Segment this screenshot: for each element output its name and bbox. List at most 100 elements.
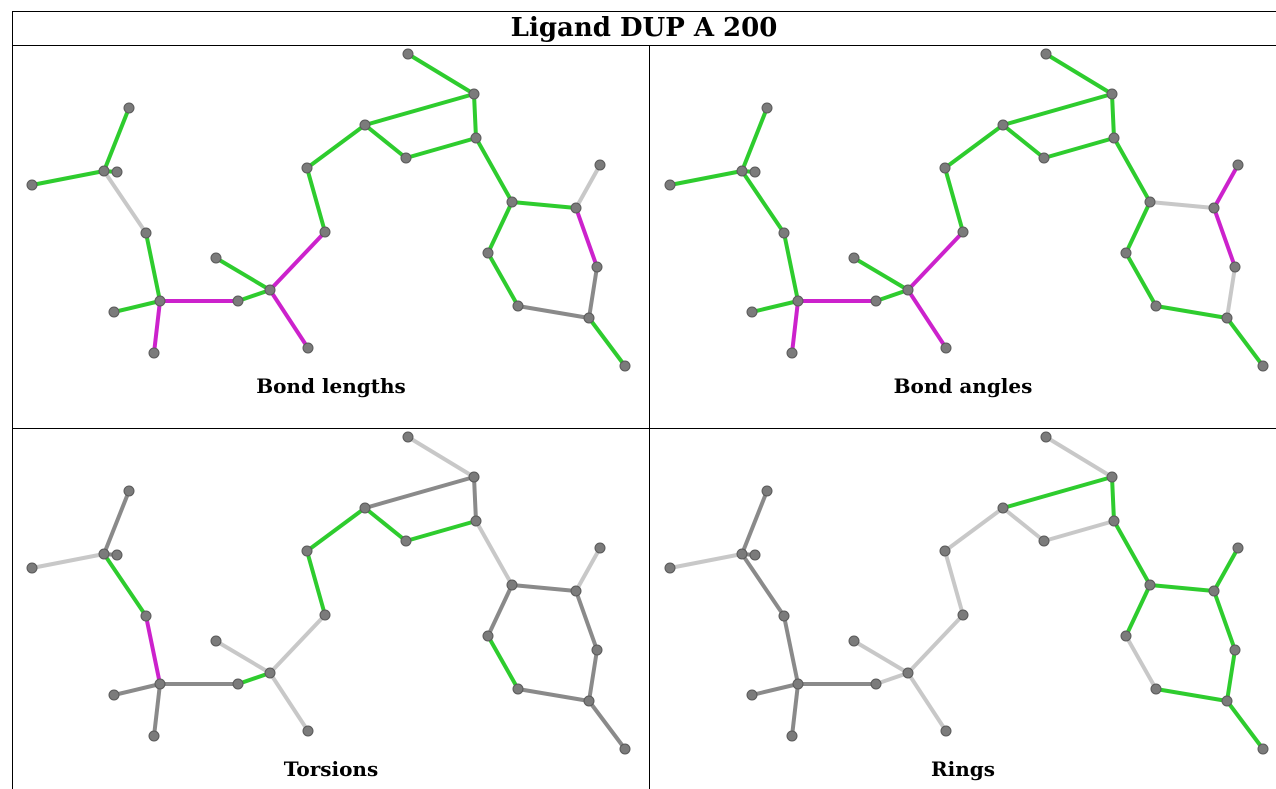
atom: [1150, 683, 1162, 695]
bond: [486, 251, 520, 308]
atom: [792, 678, 804, 690]
bond: [943, 123, 1005, 170]
atom: [570, 585, 582, 597]
atom: [761, 485, 773, 497]
atom: [319, 609, 331, 621]
bond: [1154, 687, 1229, 703]
atom: [359, 119, 371, 131]
bond: [943, 506, 1005, 553]
bond: [102, 169, 148, 235]
bond: [305, 123, 367, 170]
atom: [1232, 542, 1244, 554]
bond: [906, 288, 948, 350]
atom: [997, 502, 1009, 514]
bond: [1044, 52, 1114, 96]
figure-title: Ligand DUP A 200: [510, 13, 778, 43]
atom: [400, 152, 412, 164]
bond: [740, 552, 786, 618]
atom: [591, 261, 603, 273]
atom: [26, 179, 38, 191]
atom: [148, 347, 160, 359]
bond: [510, 583, 578, 593]
bond: [574, 546, 602, 593]
panel-torsions: Torsions: [12, 429, 650, 789]
bond: [1212, 206, 1237, 269]
atom: [210, 635, 222, 647]
atom: [778, 227, 790, 239]
bond: [102, 552, 148, 618]
atom: [848, 252, 860, 264]
atom: [302, 342, 314, 354]
panel-bond-angles: Bond angles: [650, 46, 1276, 406]
atom: [761, 102, 773, 114]
atom: [939, 162, 951, 174]
rule-center: [649, 46, 650, 789]
atom: [1106, 88, 1118, 100]
atom: [402, 431, 414, 443]
bond: [406, 435, 476, 479]
atom: [583, 695, 595, 707]
bond: [404, 519, 478, 543]
bond: [574, 206, 599, 269]
bond: [474, 136, 514, 204]
atom: [594, 159, 606, 171]
atom: [264, 667, 276, 679]
atom: [786, 347, 798, 359]
bond: [510, 200, 578, 210]
bond: [1225, 265, 1237, 320]
bond: [1212, 546, 1240, 593]
bond: [516, 304, 591, 320]
bond: [790, 682, 800, 738]
bond: [486, 200, 514, 255]
bond: [102, 489, 131, 556]
atom: [583, 312, 595, 324]
bond: [1001, 123, 1046, 160]
panel-rings: Rings: [650, 429, 1276, 789]
bond: [152, 682, 162, 738]
bond: [472, 475, 478, 523]
bond: [740, 489, 769, 556]
bond: [668, 552, 744, 570]
bond: [144, 614, 162, 686]
bond: [790, 299, 800, 355]
atom: [736, 548, 748, 560]
atom: [848, 635, 860, 647]
bond: [406, 52, 476, 96]
bond: [1124, 251, 1158, 308]
atom: [1144, 196, 1156, 208]
molecule-bond-angles: [664, 48, 1269, 372]
bond: [236, 288, 272, 303]
atom: [482, 247, 494, 259]
bond: [1124, 634, 1158, 691]
atom: [154, 678, 166, 690]
bond: [906, 230, 965, 292]
atom: [98, 165, 110, 177]
atom: [470, 132, 482, 144]
atom: [98, 548, 110, 560]
atom: [664, 179, 676, 191]
atom: [1232, 159, 1244, 171]
bond: [472, 92, 478, 140]
bond: [30, 169, 106, 187]
bond: [1225, 648, 1237, 703]
bond: [30, 552, 106, 570]
bond: [474, 519, 514, 587]
rule-top: [12, 11, 1276, 12]
bond: [1044, 435, 1114, 479]
bond: [305, 166, 327, 234]
atom: [902, 667, 914, 679]
bond: [236, 671, 272, 686]
atom: [736, 165, 748, 177]
bond: [268, 288, 310, 350]
bond: [943, 166, 965, 234]
atom: [1257, 743, 1269, 755]
bond: [1112, 136, 1152, 204]
bond: [587, 699, 627, 751]
atom: [939, 545, 951, 557]
bond: [750, 682, 800, 697]
atom: [1208, 202, 1220, 214]
bond: [782, 231, 800, 303]
atom: [957, 609, 969, 621]
molecule-torsions: [26, 431, 631, 755]
bond: [404, 136, 478, 160]
